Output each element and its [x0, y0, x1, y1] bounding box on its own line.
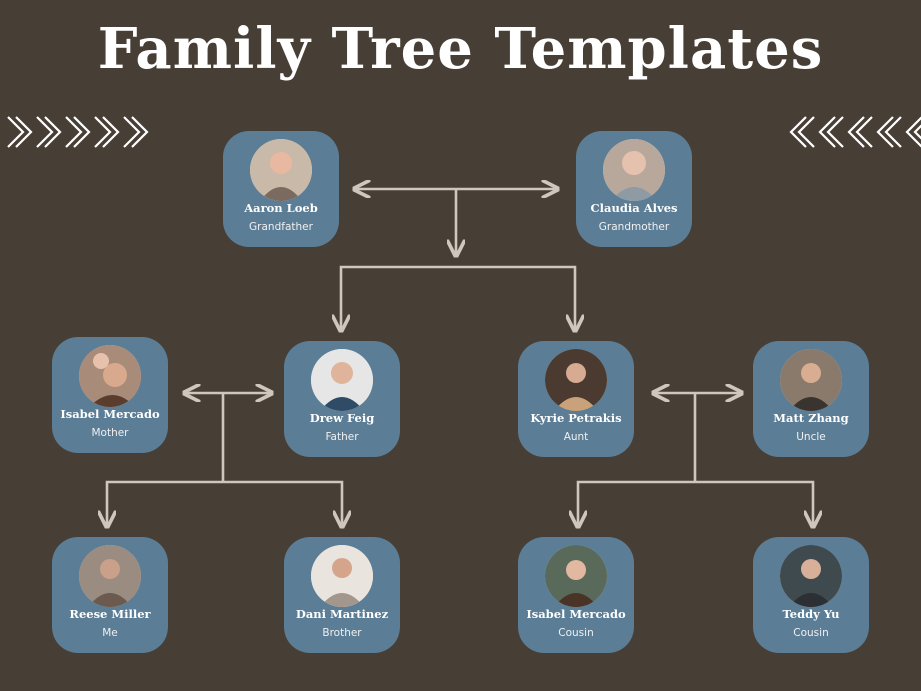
member-card-claudia-alves: Claudia Alves Grandmother	[576, 131, 692, 247]
member-card-reese-miller: Reese Miller Me	[52, 537, 168, 653]
member-role: Me	[102, 627, 118, 639]
avatar	[311, 349, 373, 411]
member-name: Isabel Mercado	[60, 407, 160, 421]
member-role: Grandmother	[598, 221, 670, 233]
member-card-isabel-mercado-mother: Isabel Mercado Mother	[52, 337, 168, 453]
avatar	[79, 545, 141, 607]
member-role: Brother	[322, 627, 362, 639]
member-name: Drew Feig	[309, 411, 375, 425]
page-title: Family Tree Templates	[97, 16, 824, 82]
avatar	[311, 545, 373, 607]
avatar	[250, 139, 312, 201]
member-role: Cousin	[793, 627, 829, 639]
avatar	[780, 349, 842, 411]
member-card-kyrie-petrakis: Kyrie Petrakis Aunt	[518, 341, 634, 457]
member-card-matt-zhang: Matt Zhang Uncle	[753, 341, 869, 457]
avatar	[545, 545, 607, 607]
member-name: Kyrie Petrakis	[530, 411, 622, 425]
member-name: Dani Martinez	[295, 607, 389, 621]
member-role: Grandfather	[249, 221, 313, 233]
member-role: Mother	[91, 427, 129, 439]
member-card-drew-feig: Drew Feig Father	[284, 341, 400, 457]
member-card-isabel-mercado-cousin: Isabel Mercado Cousin	[518, 537, 634, 653]
member-card-teddy-yu: Teddy Yu Cousin	[753, 537, 869, 653]
member-role: Cousin	[558, 627, 594, 639]
member-name: Isabel Mercado	[526, 607, 626, 621]
chevrons-right-icon	[6, 114, 156, 150]
member-role: Aunt	[563, 431, 589, 443]
chevrons-left-icon	[788, 114, 921, 150]
member-name: Aaron Loeb	[244, 201, 318, 215]
member-name: Claudia Alves	[590, 201, 678, 215]
member-role: Father	[325, 431, 359, 443]
avatar	[603, 139, 665, 201]
member-role: Uncle	[796, 431, 826, 443]
avatar	[545, 349, 607, 411]
member-card-dani-martinez: Dani Martinez Brother	[284, 537, 400, 653]
avatar	[780, 545, 842, 607]
member-name: Reese Miller	[69, 607, 151, 621]
member-name: Teddy Yu	[782, 607, 840, 621]
member-card-aaron-loeb: Aaron Loeb Grandfather	[223, 131, 339, 247]
member-name: Matt Zhang	[773, 411, 849, 425]
avatar	[79, 345, 141, 407]
